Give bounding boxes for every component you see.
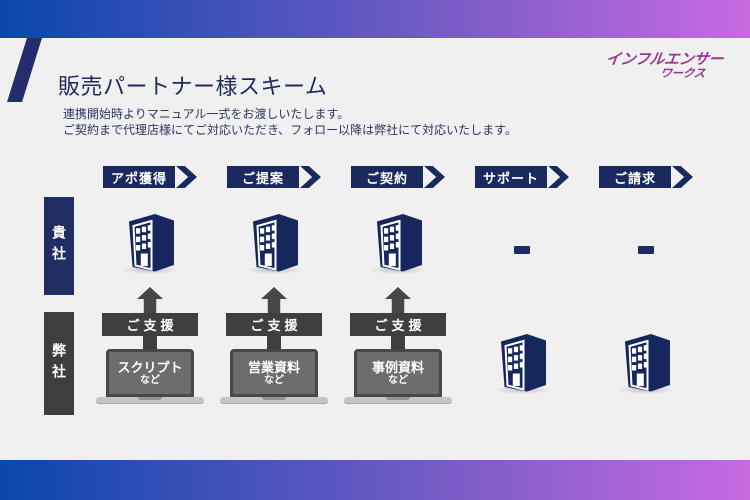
top-gradient-bar (0, 0, 750, 38)
company-row-label: 弊社 (44, 312, 74, 415)
description-line-2: ご契約まで代理店様にてご対応いただき、フォロー以降は弊社にて対応いたします。 (63, 123, 517, 137)
deliverable-suffix: など (264, 375, 284, 386)
laptop-base (344, 397, 452, 403)
flow-step-label: ご請求 (599, 166, 671, 188)
connector-bar (391, 336, 405, 350)
flow-step-label: アポ獲得 (103, 166, 175, 188)
page-title: 販売パートナー様スキーム (58, 74, 328, 99)
laptop-screen: 営業資料 など (230, 349, 318, 397)
arrow-up-icon (261, 287, 287, 313)
flow-step-label: ご提案 (227, 166, 299, 188)
deliverable-suffix: など (140, 375, 160, 386)
arrow-up-icon (385, 287, 411, 313)
chevron-right-icon (176, 166, 197, 188)
flow-step-billing: ご請求 (599, 166, 693, 188)
connector-bar (143, 336, 157, 350)
bottom-gradient-bar (0, 460, 750, 500)
logo-line-2: ワークス (659, 67, 706, 80)
laptop-notch (262, 397, 286, 400)
deliverable-suffix: など (388, 375, 408, 386)
chevron-right-icon (548, 166, 569, 188)
arrow-up-icon (137, 287, 163, 313)
deliverable-title: 事例資料 (371, 360, 424, 375)
deliverable-title: スクリプト (117, 360, 183, 375)
laptop-icon: 事例資料 など (344, 349, 452, 403)
support-badge: ご支援 (350, 313, 446, 336)
partner-row-label: 貴社 (44, 197, 74, 295)
description-line-1: 連携開始時よりマニュアル一式をお渡しいたします。 (63, 107, 350, 121)
title-slash-decoration (7, 38, 42, 102)
slide-description: 連携開始時よりマニュアル一式をお渡しいたします。 ご契約まで代理店様にてご対応い… (63, 106, 517, 138)
laptop-notch (138, 397, 162, 400)
building-icon (376, 213, 423, 273)
logo-line-1: インフルエンサー (604, 51, 725, 68)
flow-step-label: ご契約 (351, 166, 423, 188)
chevron-right-icon (424, 166, 445, 188)
building-icon (252, 213, 299, 273)
flow-step-proposal: ご提案 (227, 166, 321, 188)
building-icon (128, 213, 175, 273)
laptop-base (96, 397, 204, 403)
flow-step-contract: ご契約 (351, 166, 445, 188)
connector-bar (267, 336, 281, 350)
laptop-notch (386, 397, 410, 400)
support-badge: ご支援 (226, 313, 322, 336)
company-logo: インフルエンサー ワークス (603, 51, 725, 80)
laptop-screen: スクリプト など (106, 349, 194, 397)
laptop-icon: スクリプト など (96, 349, 204, 403)
support-badge: ご支援 (102, 313, 198, 336)
flow-step-appointment: アポ獲得 (103, 166, 197, 188)
laptop-icon: 営業資料 など (220, 349, 328, 403)
laptop-screen: 事例資料 など (354, 349, 442, 397)
dash-none (514, 246, 530, 254)
dash-none (638, 246, 654, 254)
flow-step-support: サポート (475, 166, 569, 188)
chevron-right-icon (672, 166, 693, 188)
laptop-base (220, 397, 328, 403)
flow-step-label: サポート (475, 166, 547, 188)
deliverable-title: 営業資料 (247, 360, 300, 375)
building-icon (624, 333, 671, 393)
building-icon (500, 333, 547, 393)
chevron-right-icon (300, 166, 321, 188)
